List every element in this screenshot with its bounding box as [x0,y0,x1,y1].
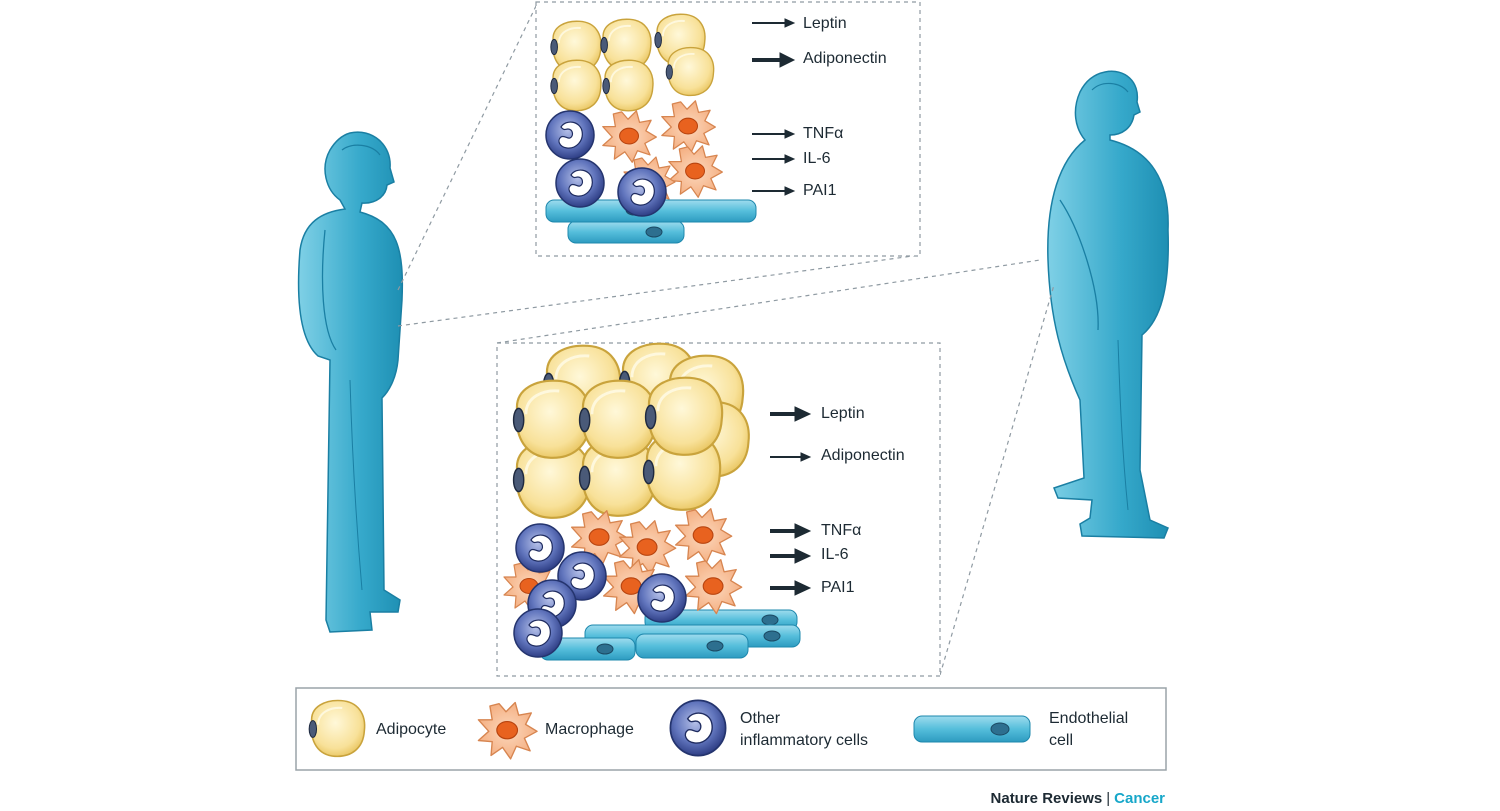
adipocyte-cell [601,59,654,112]
obese-adiponectin-label: Adiponectin [821,447,905,464]
legend-inflammatory-label-line1: Other [740,710,781,727]
inflammatory-cell [515,523,565,573]
adipocyte-cell [512,379,592,460]
adipocyte-cell [665,46,715,97]
lean-man-figure [297,131,404,633]
zoom-lines [397,5,1055,676]
obese-pai1-label: PAI1 [821,579,855,596]
lean-adiponectin-label: Adiponectin [803,50,887,67]
adipocyte-cell [578,379,658,460]
lean-leptin-label: Leptin [803,15,847,32]
inflammatory-cell [617,167,667,217]
obese-arrows [770,406,812,596]
obese-il6-label: IL-6 [821,546,849,563]
lean-pai1-label: PAI1 [803,182,837,199]
obese-tnfa-label: TNFα [821,522,862,539]
credit-separator: | [1106,790,1111,807]
adipocyte-cell [549,59,602,112]
legend-endothelial-label-line1: Endothelial [1049,710,1129,727]
legend-endothelial-label-line2: cell [1049,732,1074,749]
legend-macrophage-label: Macrophage [545,721,634,738]
lean-il6-label: IL-6 [803,150,831,167]
legend-endothelial-icon [913,715,1031,743]
obese-tissue-cells [503,342,801,661]
endothelial-cell [635,633,749,659]
adipocyte-cell [644,376,724,457]
inflammatory-cell [545,110,595,160]
legend-inflammatory-icon [669,699,727,757]
publisher-name: Nature Reviews [990,790,1103,807]
inflammatory-cell [637,573,687,623]
endothelial-cell [567,220,685,244]
legend-adipocyte-label: Adipocyte [376,721,447,738]
journal-name: Cancer [1114,790,1165,807]
obese-leptin-label: Leptin [821,405,865,422]
legend-adipocyte-icon [308,699,366,758]
legend-inflammatory-label-line2: inflammatory cells [740,732,869,749]
lean-tnfa-label: TNFα [803,125,844,142]
lean-arrows [752,18,796,196]
inflammatory-cell [513,608,563,658]
inflammatory-cell [555,158,605,208]
obese-man-figure [1047,70,1170,539]
lean-tissue-cells [545,13,757,244]
journal-credit: Nature Reviews|Cancer [991,790,1165,807]
